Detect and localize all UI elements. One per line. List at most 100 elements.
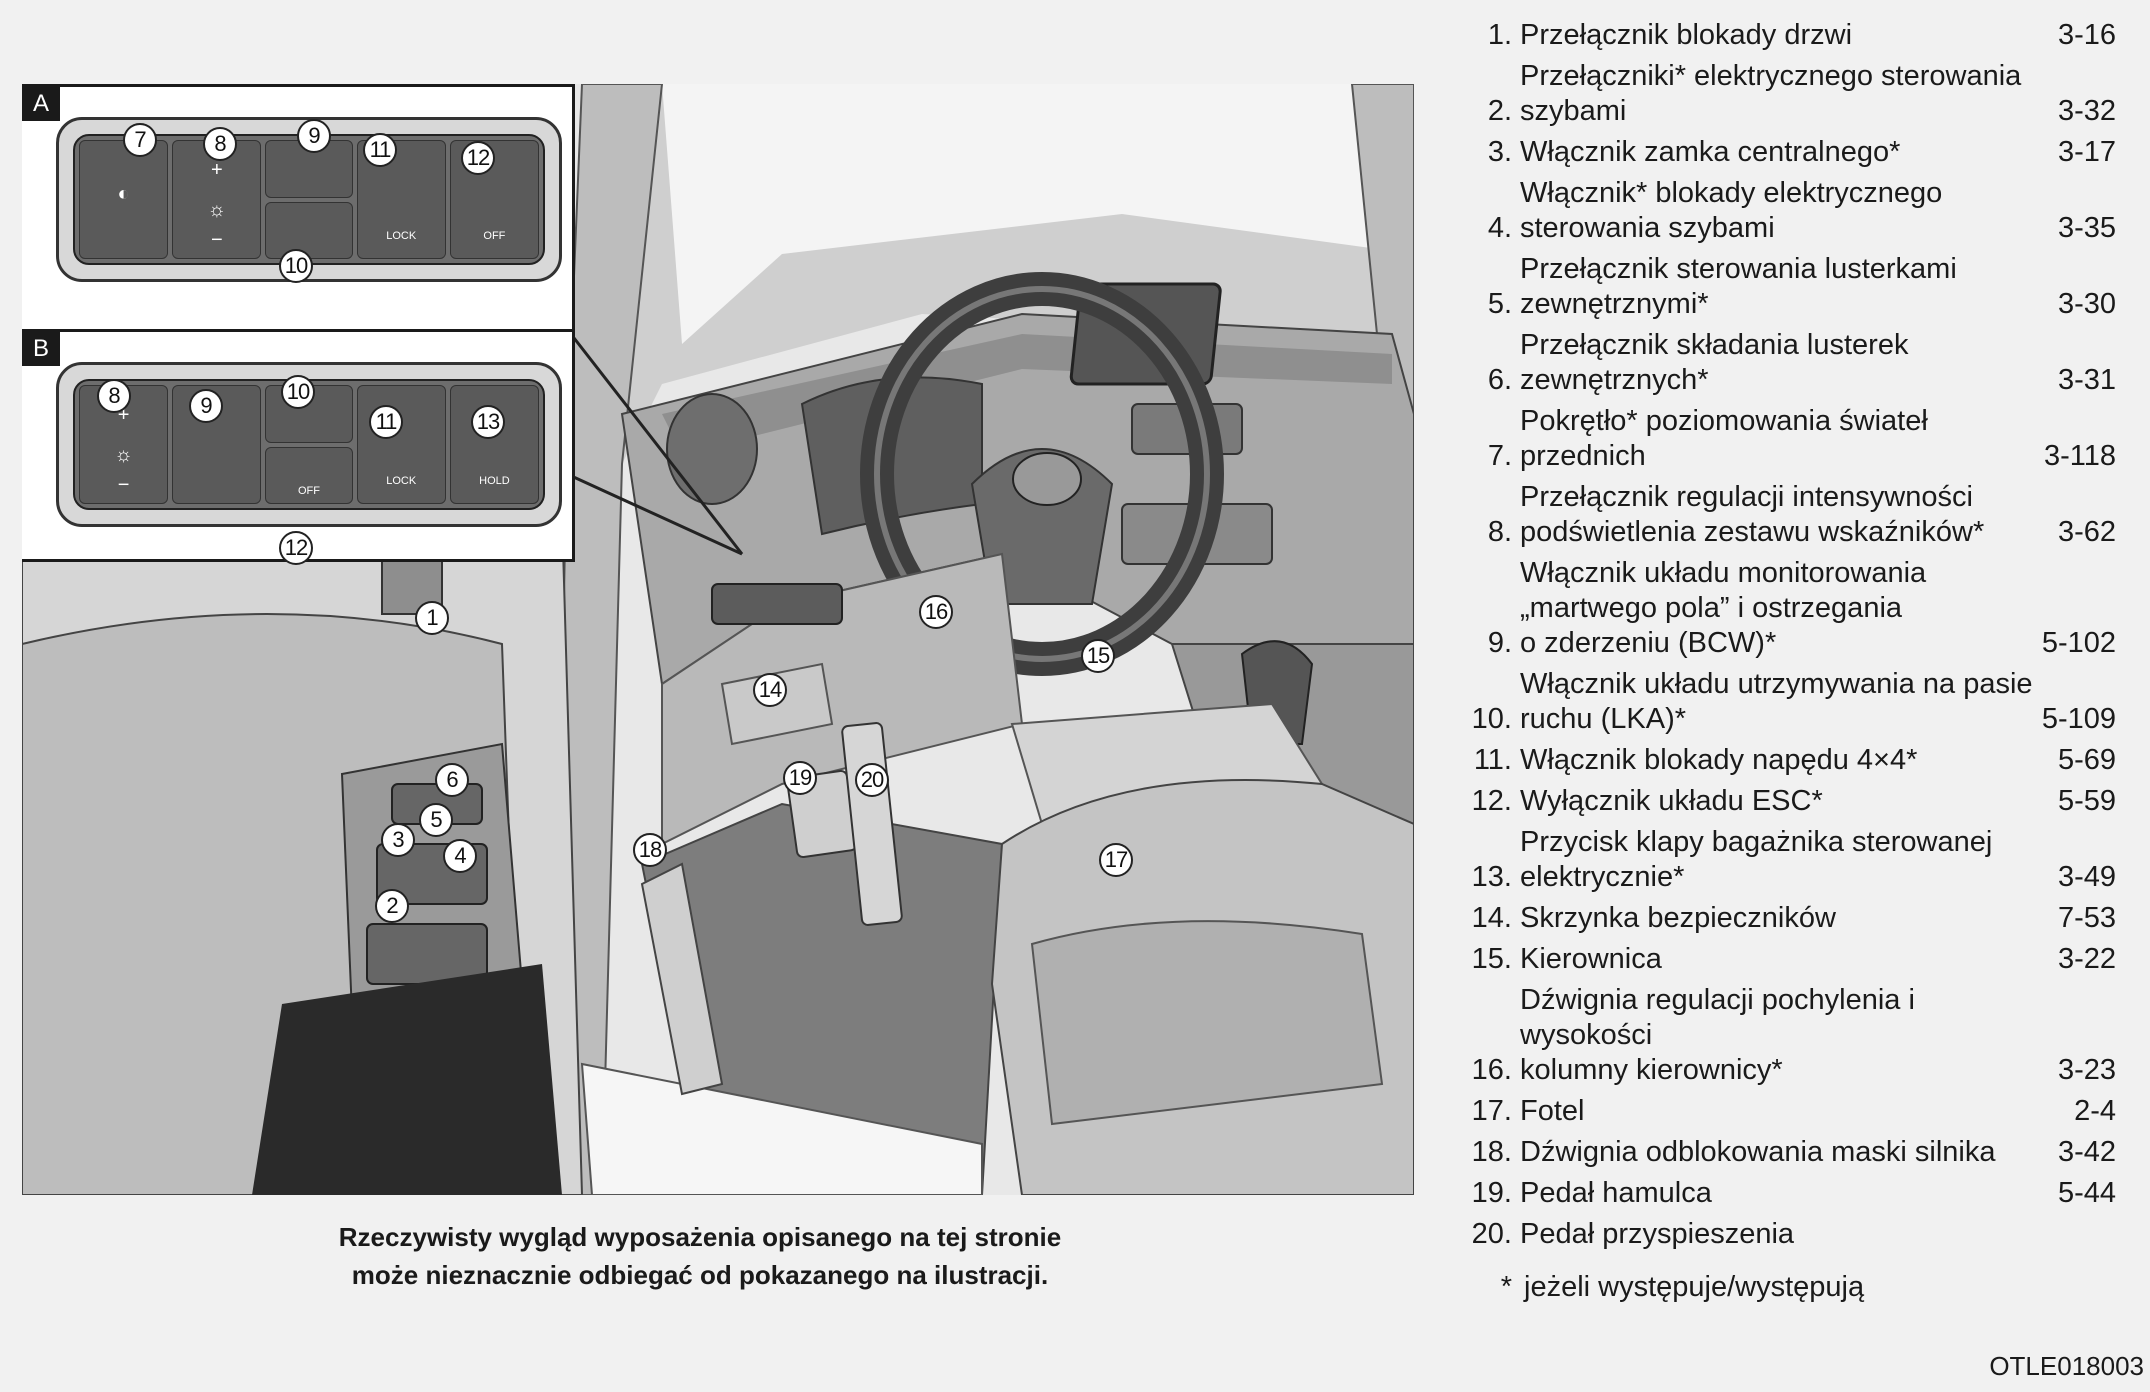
legend-item-number: 3. xyxy=(1460,135,1520,170)
legend-item-line: sterowania szybami xyxy=(1520,211,2038,246)
callout-b-9: 9 xyxy=(189,389,223,423)
legend-item-line: Włącznik układu utrzymywania na pasie xyxy=(1520,667,2038,702)
legend-item-line: Przełącznik sterowania lusterkami xyxy=(1520,252,2038,287)
legend-item-text: Przycisk klapy bagażnika sterowanejelekt… xyxy=(1520,825,2038,895)
legend-item-number: 17. xyxy=(1460,1094,1520,1129)
panel-b-tag: B xyxy=(22,332,60,366)
legend-item-text: Przełączniki* elektrycznego sterowaniasz… xyxy=(1520,59,2038,129)
callout-a-12: 12 xyxy=(461,141,495,175)
bcw-lka-switch xyxy=(265,140,352,259)
legend-item: 10.Włącznik układu utrzymywania na pasie… xyxy=(1460,667,2116,737)
esc-off-switch-b: OFF xyxy=(265,447,352,505)
legend-item-number: 10. xyxy=(1460,702,1520,737)
callout-18: 18 xyxy=(633,833,667,867)
headlamp-icon: ◐ xyxy=(118,183,130,206)
4wd-lock-switch-b: LOCK xyxy=(357,385,446,504)
legend-item-line: ruchu (LKA)* xyxy=(1520,702,2038,737)
legend-item-text: Dźwignia regulacji pochylenia i wysokośc… xyxy=(1520,983,2038,1088)
panel-a-tag: A xyxy=(22,87,60,121)
legend-item-number: 1. xyxy=(1460,18,1520,53)
callout-a-8: 8 xyxy=(203,127,237,161)
legend-item-line: o zderzeniu (BCW)* xyxy=(1520,626,2038,661)
legend-item-text: Włącznik blokady napędu 4×4* xyxy=(1520,743,2038,778)
figure-caption: Rzeczywisty wygląd wyposażenia opisanego… xyxy=(200,1218,1200,1294)
legend-item-text: Fotel xyxy=(1520,1094,2038,1129)
legend-item-text: Włącznik układu monitorowania„martwego p… xyxy=(1520,556,2038,661)
callout-16: 16 xyxy=(919,595,953,629)
callout-a-10: 10 xyxy=(279,249,313,283)
legend-item-page: 5-44 xyxy=(2038,1176,2116,1211)
legend-item-page: 3-49 xyxy=(2038,860,2116,895)
legend-item-line: Pokrętło* poziomowania świateł xyxy=(1520,404,2038,439)
legend-item-page: 3-42 xyxy=(2038,1135,2116,1170)
dimmer-icon: ☼ xyxy=(208,199,226,222)
legend-item-page: 3-23 xyxy=(2038,1053,2116,1088)
legend-item-line: przednich xyxy=(1520,439,2038,474)
callout-b-12: 12 xyxy=(279,531,313,565)
panel-a: A ◐ + ☼ − LOCK OFF xyxy=(22,84,575,332)
legend-item-line: podświetlenia zestawu wskaźników* xyxy=(1520,515,2038,550)
legend-item-line: zewnętrznych* xyxy=(1520,363,2038,398)
legend-item: 3.Włącznik zamka centralnego*3-17 xyxy=(1460,135,2116,170)
callout-15: 15 xyxy=(1081,639,1115,673)
panel-b: B + ☼ − OFF LOCK HOLD xyxy=(22,329,575,562)
legend-item: 16.Dźwignia regulacji pochylenia i wysok… xyxy=(1460,983,2116,1088)
legend-item-line: Przełącznik składania lusterek xyxy=(1520,328,2038,363)
footnote-mark: * xyxy=(1460,1270,1524,1305)
legend-item-number: 13. xyxy=(1460,860,1520,895)
legend-item-number: 5. xyxy=(1460,287,1520,322)
callout-a-9: 9 xyxy=(297,119,331,153)
legend-item-page: 3-22 xyxy=(2038,942,2116,977)
legend-item-line: „martwego pola” i ostrzegania xyxy=(1520,591,2038,626)
interior-illustration: A ◐ + ☼ − LOCK OFF xyxy=(22,84,1414,1195)
callout-1: 1 xyxy=(415,601,449,635)
legend-item-number: 4. xyxy=(1460,211,1520,246)
legend-item-page: 3-30 xyxy=(2038,287,2116,322)
callout-5: 5 xyxy=(419,803,453,837)
callout-17: 17 xyxy=(1099,843,1133,877)
legend-item-text: Kierownica xyxy=(1520,942,2038,977)
legend-item-line: Skrzynka bezpieczników xyxy=(1520,901,2038,936)
legend-item: 8.Przełącznik regulacji intensywnościpod… xyxy=(1460,480,2116,550)
legend-item-line: Pedał hamulca xyxy=(1520,1176,2038,1211)
legend-item-page: 3-32 xyxy=(2038,94,2116,129)
legend-item-line: Kierownica xyxy=(1520,942,2038,977)
legend-item-number: 14. xyxy=(1460,901,1520,936)
callout-a-11: 11 xyxy=(363,133,397,167)
callout-14: 14 xyxy=(753,673,787,707)
legend-item: 6.Przełącznik składania lusterekzewnętrz… xyxy=(1460,328,2116,398)
callout-4: 4 xyxy=(443,839,477,873)
legend-item-page: 3-17 xyxy=(2038,135,2116,170)
legend-item-line: Przełącznik regulacji intensywności xyxy=(1520,480,2038,515)
legend-item-text: Przełącznik blokady drzwi xyxy=(1520,18,2038,53)
legend-item-page: 5-102 xyxy=(2038,626,2116,661)
legend-item-page: 3-16 xyxy=(2038,18,2116,53)
caption-line-2: może nieznacznie odbiegać od pokazanego … xyxy=(200,1256,1200,1294)
legend-item-page: 5-59 xyxy=(2038,784,2116,819)
legend-item-number: 18. xyxy=(1460,1135,1520,1170)
callout-6: 6 xyxy=(435,763,469,797)
legend-item-text: Wyłącznik układu ESC* xyxy=(1520,784,2038,819)
legend-item: 9.Włącznik układu monitorowania„martwego… xyxy=(1460,556,2116,661)
legend-item-line: Włącznik zamka centralnego* xyxy=(1520,135,2038,170)
legend-item-text: Pedał hamulca xyxy=(1520,1176,2038,1211)
legend-item-line: kolumny kierownicy* xyxy=(1520,1053,2038,1088)
legend-item-page: 5-69 xyxy=(2038,743,2116,778)
legend-item-text: Skrzynka bezpieczników xyxy=(1520,901,2038,936)
legend-item-text: Dźwignia odblokowania maski silnika xyxy=(1520,1135,2038,1170)
legend-item-line: elektrycznie* xyxy=(1520,860,2038,895)
callout-b-11: 11 xyxy=(369,405,403,439)
legend-item-page: 3-62 xyxy=(2038,515,2116,550)
legend-item-page: 2-4 xyxy=(2038,1094,2116,1129)
headlamp-leveling-switch: ◐ xyxy=(79,140,168,259)
legend-item-number: 19. xyxy=(1460,1176,1520,1211)
